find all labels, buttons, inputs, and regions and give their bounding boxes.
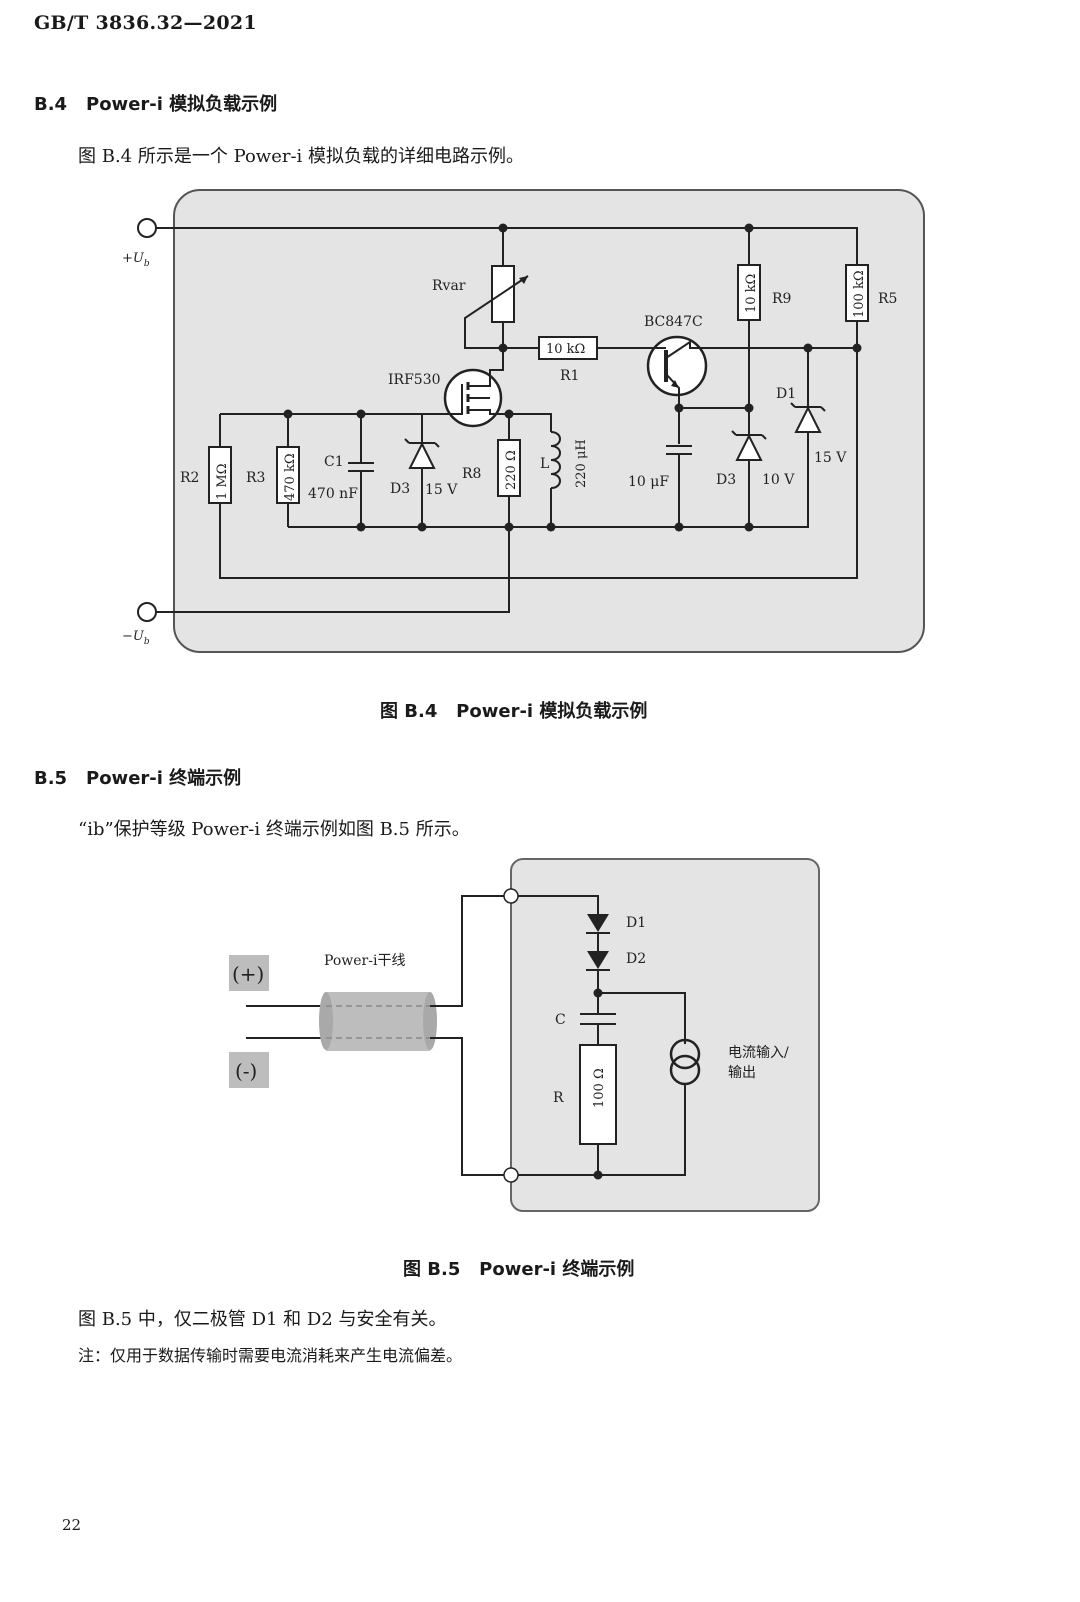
svg-text:10 kΩ: 10 kΩ xyxy=(546,342,585,357)
page-number: 22 xyxy=(62,1516,82,1534)
top-rail xyxy=(156,227,858,579)
svg-text:100 kΩ: 100 kΩ xyxy=(852,270,867,318)
svg-text:1 MΩ: 1 MΩ xyxy=(215,464,230,501)
d2-diode xyxy=(587,951,609,969)
document-id: GB/T 3836.32—2021 xyxy=(34,12,257,34)
trunk-cable xyxy=(326,992,430,1051)
section-b4-intro: 图 B.4 所示是一个 Power-i 模拟负载的详细电路示例。 xyxy=(78,146,525,167)
svg-text:R8: R8 xyxy=(462,466,481,482)
svg-text:电流输入/: 电流输入/ xyxy=(728,1045,789,1061)
l-inductor xyxy=(550,431,561,489)
svg-text:10 V: 10 V xyxy=(762,472,795,488)
svg-text:C: C xyxy=(555,1012,566,1028)
section-title: Power-i 模拟负载示例 xyxy=(86,94,278,115)
r-resistor xyxy=(579,1044,617,1145)
caption-number: 图 B.4 xyxy=(380,701,438,722)
terminal-top xyxy=(503,888,519,904)
section-title: Power-i 终端示例 xyxy=(86,768,242,789)
svg-text:R1: R1 xyxy=(560,368,579,384)
svg-text:D3: D3 xyxy=(390,481,410,497)
svg-text:D2: D2 xyxy=(626,951,646,967)
svg-text:C1: C1 xyxy=(324,454,344,470)
svg-text:L: L xyxy=(540,456,549,472)
transistor-bc847c xyxy=(646,335,708,397)
svg-text:D3: D3 xyxy=(716,472,736,488)
junction-dots xyxy=(283,223,862,532)
svg-text:100 Ω: 100 Ω xyxy=(592,1068,607,1108)
section-number: B.4 xyxy=(34,94,68,115)
svg-text:R: R xyxy=(553,1090,564,1106)
d1-diode xyxy=(587,914,609,932)
figure-b4-circuit: +Ub −Ub Rvar 10 kΩ R1 BC847C 10 kΩ R9 10… xyxy=(122,189,925,653)
svg-text:R3: R3 xyxy=(246,470,265,486)
svg-text:10 μF: 10 μF xyxy=(628,474,669,490)
svg-text:(+): (+) xyxy=(232,962,264,986)
svg-text:15 V: 15 V xyxy=(425,482,458,498)
svg-text:10 kΩ: 10 kΩ xyxy=(744,274,759,313)
r5-resistor xyxy=(845,264,869,322)
svg-text:15 V: 15 V xyxy=(814,450,847,466)
section-heading-b5: B.5 Power-i 终端示例 xyxy=(34,764,241,790)
svg-text:R9: R9 xyxy=(772,291,791,307)
caption-title: Power-i 模拟负载示例 xyxy=(456,701,648,722)
svg-text:(-): (-) xyxy=(235,1059,257,1083)
minus-label-box xyxy=(229,1052,269,1088)
section-heading-b4: B.4 Power-i 模拟负载示例 xyxy=(34,90,277,116)
r2-resistor xyxy=(208,446,232,504)
svg-text:+Ub: +Ub xyxy=(122,251,150,269)
svg-text:R5: R5 xyxy=(878,291,897,307)
svg-text:Power-i干线: Power-i干线 xyxy=(324,953,405,969)
current-source-icon xyxy=(669,1038,701,1070)
svg-text:470 nF: 470 nF xyxy=(308,486,358,502)
svg-text:220 μH: 220 μH xyxy=(574,439,589,488)
svg-text:IRF530: IRF530 xyxy=(388,372,441,388)
svg-text:R2: R2 xyxy=(180,470,199,486)
svg-text:470 kΩ: 470 kΩ xyxy=(283,453,298,501)
svg-text:220 Ω: 220 Ω xyxy=(504,450,519,490)
svg-text:D1: D1 xyxy=(776,386,796,402)
svg-text:D1: D1 xyxy=(626,915,646,931)
neg-rail xyxy=(156,502,510,613)
closing-text: 图 B.5 中，仅二极管 D1 和 D2 与安全有关。 xyxy=(78,1309,447,1330)
svg-text:BC847C: BC847C xyxy=(644,314,703,330)
plus-label-box xyxy=(229,955,269,991)
svg-text:输出: 输出 xyxy=(728,1065,756,1081)
section-b5-intro: “ib”保护等级 Power-i 终端示例如图 B.5 所示。 xyxy=(78,819,470,840)
figure-b5-panel xyxy=(510,858,820,1212)
figure-b4-panel xyxy=(173,189,925,653)
figure-b4-caption: 图 B.4 Power-i 模拟负载示例 xyxy=(380,697,647,723)
svg-text:−Ub: −Ub xyxy=(122,629,150,647)
svg-text:Rvar: Rvar xyxy=(432,278,466,294)
figure-b5-caption: 图 B.5 Power-i 终端示例 xyxy=(403,1255,634,1281)
caption-title: Power-i 终端示例 xyxy=(479,1259,635,1280)
note-text: 注：仅用于数据传输时需要电流消耗来产生电流偏差。 xyxy=(78,1346,463,1365)
terminal-bottom xyxy=(503,1167,519,1183)
section-number: B.5 xyxy=(34,768,68,789)
caption-number: 图 B.5 xyxy=(403,1259,461,1280)
